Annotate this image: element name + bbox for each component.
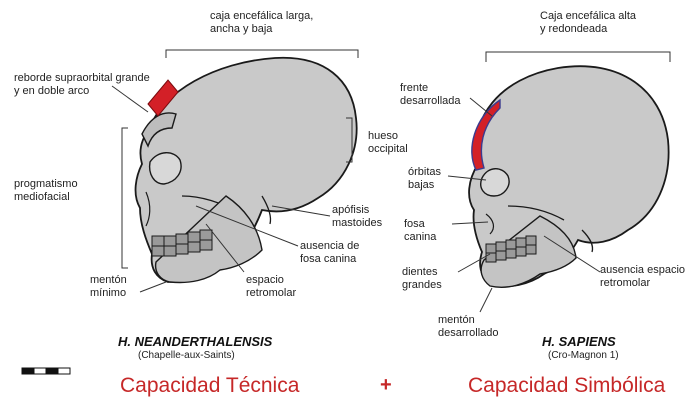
sapiens-fossa-label: fosa canina (404, 218, 436, 244)
neanderthal-occipital-label: hueso occipital (368, 130, 408, 156)
neanderthal-vault-label: caja encefálica larga, ancha y baja (210, 10, 313, 36)
neanderthal-chin-label: mentón mínimo (90, 274, 127, 300)
neanderthal-species-name: H. NEANDERTHALENSIS (118, 334, 272, 349)
sapiens-orbits-label: órbitas bajas (408, 166, 441, 192)
sapiens-species-name: H. SAPIENS (542, 334, 616, 349)
sapiens-site: (Cro-Magnon 1) (548, 350, 619, 361)
sapiens-orbit (481, 169, 509, 196)
sapiens-teeth-label: dientes grandes (402, 266, 442, 292)
sapiens-vault-label: Caja encefálica alta y redondeada (540, 10, 636, 36)
sapiens-retromolar-label: ausencia espacio retromolar (600, 264, 685, 290)
sapiens-forehead-label: frente desarrollada (400, 82, 461, 108)
neanderthal-mastoid-label: apófisis mastoides (332, 204, 382, 230)
neanderthal-fossa-label: ausencia de fosa canina (300, 240, 359, 266)
plus-sign: + (380, 374, 392, 397)
neanderthal-retromolar-label: espacio retromolar (246, 274, 296, 300)
symbolic-capacity-text: Capacidad Simbólica (468, 374, 665, 398)
neanderthal-site: (Chapelle-aux-Saints) (138, 350, 235, 361)
scale-bar (22, 368, 70, 374)
technical-capacity-text: Capacidad Técnica (120, 374, 299, 398)
neanderthal-brow-label: reborde supraorbital grande y en doble a… (14, 72, 150, 98)
neanderthal-prognathism-label: progmatismo mediofacial (14, 178, 78, 204)
sapiens-chin-label: mentón desarrollado (438, 314, 499, 340)
sapiens-skull (469, 66, 669, 287)
